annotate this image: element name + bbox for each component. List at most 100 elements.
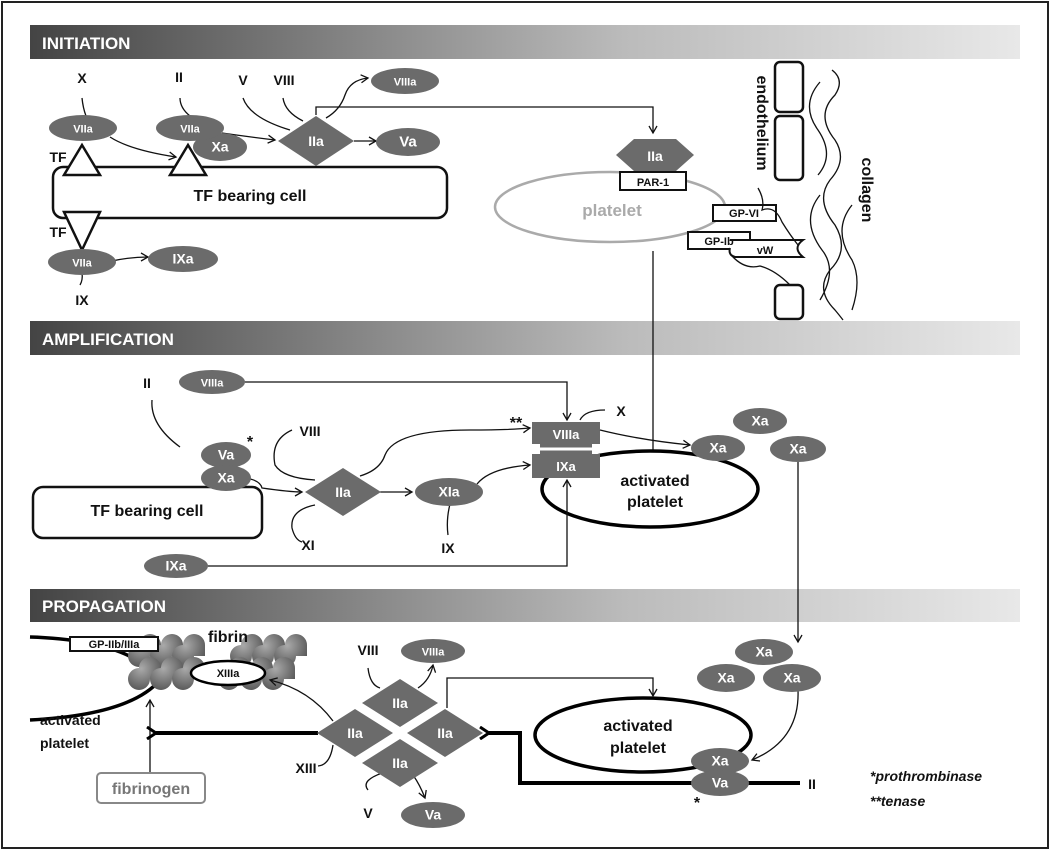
factor-x-label: X — [77, 70, 87, 86]
thrombin-node: IIa — [305, 468, 381, 516]
node-label: IIa — [308, 133, 324, 149]
node-label: Xa — [789, 441, 806, 457]
factor-ix-label: IX — [441, 540, 455, 556]
xiiia-factor — [189, 659, 267, 687]
node-label: Va — [399, 134, 417, 151]
thrombin-node: IIa — [362, 739, 438, 787]
node-label: Xa — [717, 670, 734, 686]
amplification-arrows — [151, 381, 803, 644]
factor-v-label: V — [363, 805, 373, 821]
activated-platelet-label: platelet — [610, 740, 667, 757]
factor-ii-label: II — [175, 69, 183, 85]
node-label: IIa — [392, 755, 408, 771]
factor-va-node: Va — [376, 128, 440, 156]
factor-viii-label: VIII — [357, 642, 378, 658]
node-label: IXa — [165, 558, 186, 574]
node-label: Va — [712, 775, 729, 791]
gp-iib-iiia-label: GP-IIb/IIIa — [89, 639, 141, 651]
node-label: Xa — [217, 470, 234, 486]
fibrin-droplet — [150, 657, 183, 690]
factor-ix-label: IX — [75, 292, 89, 308]
node-label: Xa — [755, 644, 772, 660]
factor-viii-label: VIII — [299, 423, 320, 439]
tf-bearing-cell-label: TF bearing cell — [91, 503, 204, 520]
vw-label: vW — [757, 245, 774, 257]
factor-xa-node: Xa — [691, 748, 749, 774]
collagen-fibers — [731, 69, 858, 321]
tf-bearing-cell — [51, 165, 449, 220]
node-label: IIa — [335, 484, 351, 500]
fibrin-droplet — [150, 634, 183, 667]
initiation-arrows — [79, 74, 658, 487]
xiiia-label: XIIIa — [217, 668, 241, 680]
factor-viiia-node: VIIIa — [179, 370, 245, 394]
factor-va-node: Va — [201, 442, 251, 468]
thrombin-node: IIa — [407, 709, 483, 757]
thrombin-label: IIa — [647, 148, 663, 164]
factor-xia-node: XIa — [415, 478, 483, 506]
tenase-viiia-label: VIIIa — [553, 427, 581, 442]
node-label: Va — [218, 447, 235, 463]
node-label: IIa — [392, 695, 408, 711]
node-label: IXa — [172, 251, 193, 267]
factor-xa-node: Xa — [201, 465, 251, 491]
section-title: AMPLIFICATION — [42, 330, 174, 349]
factor-va-node: Va — [691, 770, 749, 796]
node-label: IIa — [347, 725, 363, 741]
node-label: Xa — [711, 753, 728, 769]
thrombin-node: IIa — [317, 709, 393, 757]
node-label: VIIa — [180, 124, 200, 136]
activated-platelet-label: activated — [40, 712, 101, 728]
factor-xa-node: Xa — [770, 436, 826, 462]
platelet-label: platelet — [582, 201, 642, 220]
node-label: VIIIa — [394, 77, 418, 89]
prothrombinase-marker: * — [694, 795, 701, 812]
factor-xa-node: Xa — [735, 639, 793, 665]
par1-receptor — [619, 171, 687, 191]
fibrin-label: fibrin — [208, 629, 248, 646]
tenase-ixa-label: IXa — [556, 459, 576, 474]
header-initiation: INITIATION — [30, 25, 1020, 59]
fibrinogen-label: fibrinogen — [112, 781, 190, 798]
factor-va-node: Va — [401, 802, 465, 828]
node-label: Xa — [751, 413, 768, 429]
factor-x-label: X — [616, 403, 626, 419]
node-label: VIIIa — [201, 378, 225, 390]
header-propagation: PROPAGATION — [30, 589, 1020, 622]
factor-xa-node: Xa — [763, 664, 821, 692]
header-amplification: AMPLIFICATION — [30, 321, 1020, 355]
tf-triangle — [167, 142, 209, 177]
propagation-arrows — [145, 663, 800, 800]
factor-xi-label: XI — [301, 537, 314, 553]
factor-viii-label: VIII — [273, 72, 294, 88]
fibrin-droplet — [128, 657, 161, 690]
node-label: Va — [425, 807, 442, 823]
factor-viia-node: VIIa — [156, 115, 224, 141]
activated-platelet-label: platelet — [40, 735, 89, 751]
factor-ii-label: II — [143, 375, 151, 391]
section-title: PROPAGATION — [42, 597, 166, 616]
activated-platelet-label: platelet — [627, 494, 684, 511]
factor-viia-node: VIIa — [48, 249, 116, 275]
tf-triangle — [61, 142, 103, 177]
tf-label: TF — [49, 149, 67, 165]
endothelium-label: endothelium — [753, 75, 770, 170]
factor-xiii-label: XIII — [295, 760, 316, 776]
factor-ixa-node: IXa — [148, 246, 218, 272]
tf-bearing-cell-label: TF bearing cell — [194, 188, 307, 205]
activated-platelet-label: activated — [603, 718, 672, 735]
factor-xa-node: Xa — [697, 664, 755, 692]
gp-iib-iiia-receptor — [69, 636, 159, 652]
thrombin-node: IIa — [278, 116, 354, 166]
tf-label: TF — [49, 224, 67, 240]
node-label: Xa — [211, 139, 228, 155]
thrombin-node: IIa — [362, 679, 438, 727]
legend-tenase: **tenase — [870, 793, 925, 809]
factor-viiia-node: VIIIa — [371, 68, 439, 94]
fibrin-droplet — [172, 634, 205, 667]
fibrinogen-box — [96, 772, 206, 804]
factor-xa-node: Xa — [193, 133, 247, 161]
iia-receptor-shape — [616, 139, 694, 171]
